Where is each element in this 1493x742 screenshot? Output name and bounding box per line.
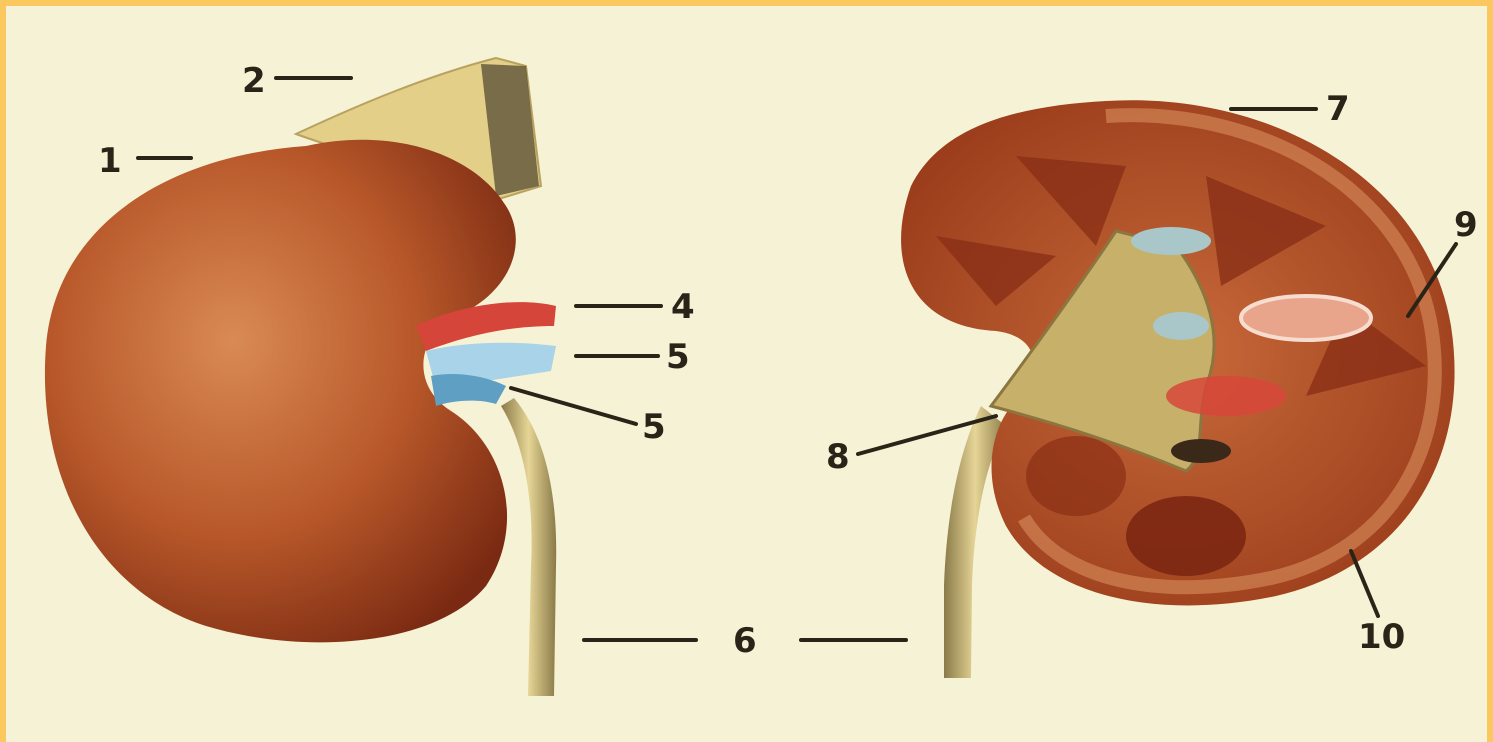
label-8: 8 — [826, 437, 850, 477]
label-7: 7 — [1326, 89, 1350, 129]
diagram-frame: 1 2 4 5 5 6 7 8 9 10 — [6, 6, 1487, 742]
label-5-vein: 5 — [666, 337, 690, 377]
label-6: 6 — [733, 621, 757, 661]
calyx — [1153, 312, 1209, 340]
label-5-lower: 5 — [642, 407, 666, 447]
calyx — [1241, 296, 1371, 340]
label-10: 10 — [1358, 617, 1405, 657]
label-1: 1 — [98, 141, 122, 181]
label-9: 9 — [1454, 205, 1478, 245]
label-2: 2 — [242, 61, 266, 101]
kidney-section — [901, 100, 1454, 678]
calyx — [1131, 227, 1211, 255]
pyramid — [1126, 496, 1246, 576]
ureter-left — [501, 398, 556, 696]
label-4: 4 — [671, 287, 695, 327]
renal-vessel — [1166, 376, 1286, 416]
kidney-diagram: 1 2 4 5 5 6 7 8 9 10 — [6, 6, 1487, 742]
